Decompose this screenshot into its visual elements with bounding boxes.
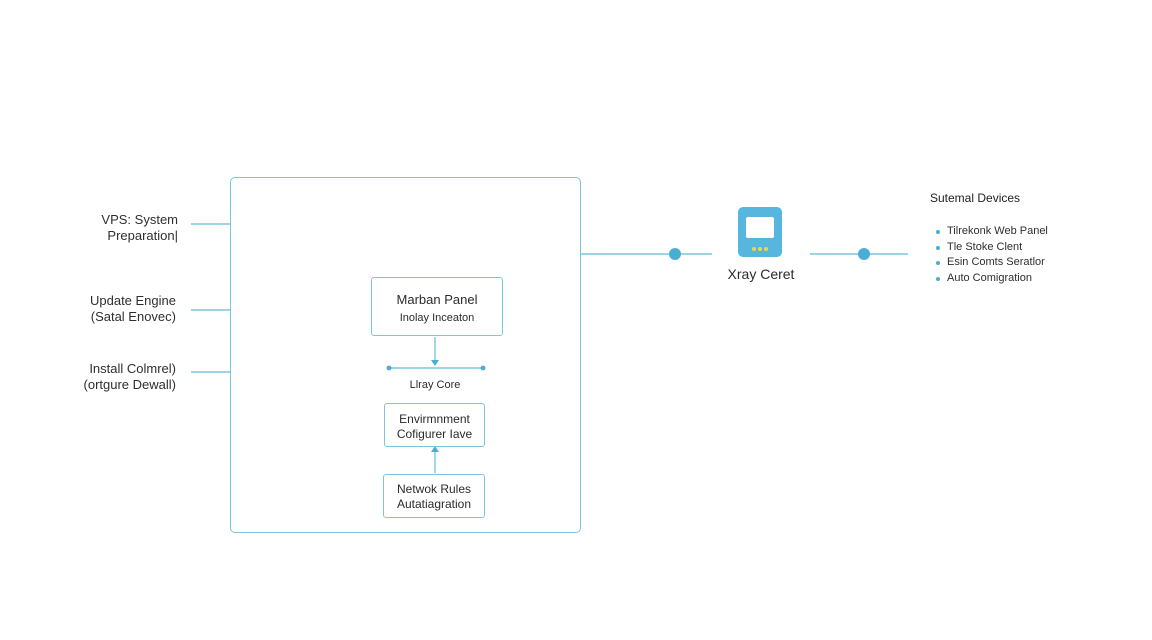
panel-subtitle: Inolay Inceaton: [399, 312, 475, 324]
list-item-label: Tle Stoke Clent: [947, 240, 1023, 253]
list-item: Esin Comts Seratlor: [936, 255, 1048, 271]
label-update-engine: Update Engine (Satal Enovec): [6, 293, 176, 325]
list-item: Tle Stoke Clent: [936, 240, 1048, 256]
bullet-icon: [936, 261, 940, 265]
label-update-line1: Update Engine: [89, 293, 176, 308]
environment-line1: Envirmnment: [399, 412, 470, 426]
list-item-label: Tilrekonk Web Panel: [947, 225, 1048, 237]
device-indicator-dot: [764, 247, 768, 251]
network-node: Netwok Rules Autatiagration: [383, 474, 485, 518]
list-item: Auto Comigration: [936, 271, 1048, 287]
arrowhead-down: [431, 360, 439, 366]
label-update-line2: (Satal Enovec): [90, 309, 176, 324]
panel-node: Marban Panel Inolay Inceaton: [371, 277, 503, 336]
junction-dot-left: [669, 248, 681, 260]
label-vps-line1: VPS: System: [101, 212, 178, 227]
monitor-device-icon: [738, 207, 782, 257]
external-device-list: Tilrekonk Web Panel Tle Stoke Clent Esin…: [936, 224, 1048, 286]
list-item: Tilrekonk Web Panel: [936, 224, 1048, 240]
core-label: Llray Core: [409, 379, 461, 391]
label-vps-system: VPS: System Preparation|: [8, 212, 178, 244]
network-line1: Netwok Rules: [396, 482, 472, 496]
list-item-label: Esin Comts Seratlor: [947, 256, 1045, 268]
server-container-box: [230, 177, 581, 533]
label-vps-line2: Preparation|: [107, 228, 178, 243]
label-install: Install Colmrel) (ortgure Dewall): [6, 361, 176, 393]
device-indicator-dot: [752, 247, 756, 251]
bullet-icon: [936, 230, 940, 234]
network-line2: Autatiagration: [396, 497, 472, 511]
core-bar-right-dot: [480, 365, 486, 371]
label-install-line1: Install Colmrel): [89, 361, 176, 376]
environment-line2: Cofigurer Iave: [396, 427, 473, 441]
list-item-label: Auto Comigration: [947, 271, 1032, 284]
junction-dot-right: [858, 248, 870, 260]
external-heading: Sutemal Devices: [930, 191, 1021, 205]
xray-label: Xray Ceret: [727, 266, 795, 282]
bullet-icon: [936, 245, 940, 250]
core-bar-left-dot: [386, 365, 392, 371]
device-screen: [746, 217, 774, 238]
device-indicator-dot: [758, 247, 762, 251]
environment-node: Envirmnment Cofigurer Iave: [384, 403, 485, 447]
arrowhead-up: [431, 446, 439, 452]
panel-title: Marban Panel: [396, 292, 478, 307]
label-install-line2: (ortgure Dewall): [83, 377, 176, 392]
bullet-icon: [936, 276, 940, 281]
